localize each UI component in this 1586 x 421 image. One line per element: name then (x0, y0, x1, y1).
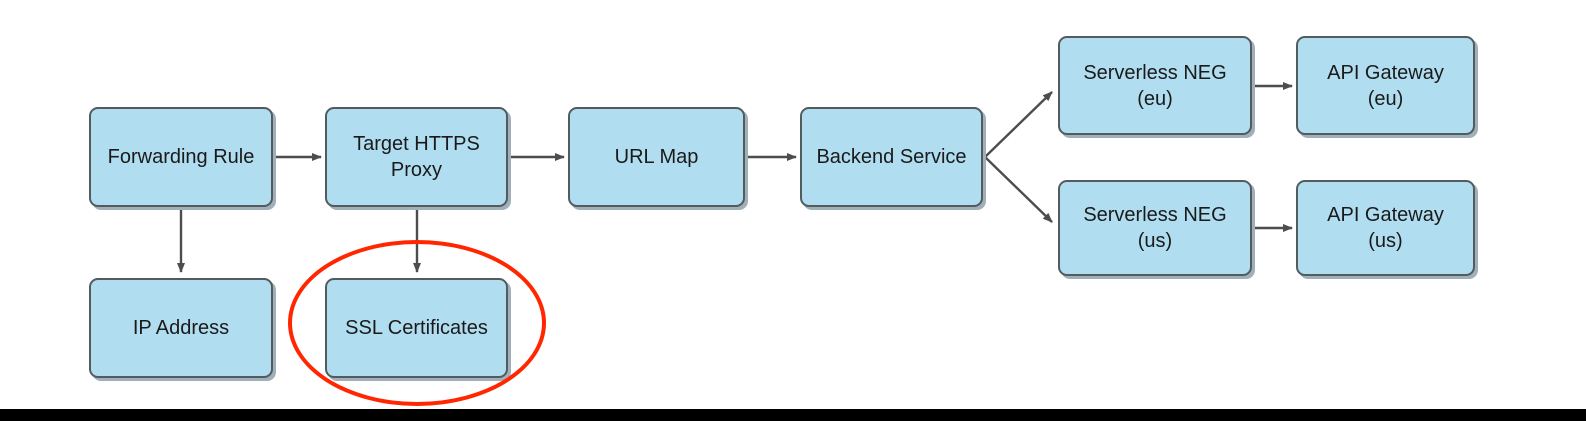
node-target-https-proxy[interactable]: Target HTTPS Proxy (325, 107, 508, 207)
bottom-edge-bar (0, 409, 1586, 421)
node-api-gateway-eu[interactable]: API Gateway (eu) (1296, 36, 1475, 135)
node-backend-service[interactable]: Backend Service (800, 107, 983, 207)
node-forwarding-rule[interactable]: Forwarding Rule (89, 107, 273, 207)
node-serverless-neg-us[interactable]: Serverless NEG (us) (1058, 180, 1252, 276)
node-serverless-neg-eu[interactable]: Serverless NEG (eu) (1058, 36, 1252, 135)
node-ssl-certificates[interactable]: SSL Certificates (325, 278, 508, 378)
node-api-gateway-us[interactable]: API Gateway (us) (1296, 180, 1475, 276)
node-ip-address[interactable]: IP Address (89, 278, 273, 378)
edge-backend-to-neg-eu (984, 91, 1053, 158)
node-url-map[interactable]: URL Map (568, 107, 745, 207)
edge-backend-to-neg-us (984, 156, 1053, 223)
